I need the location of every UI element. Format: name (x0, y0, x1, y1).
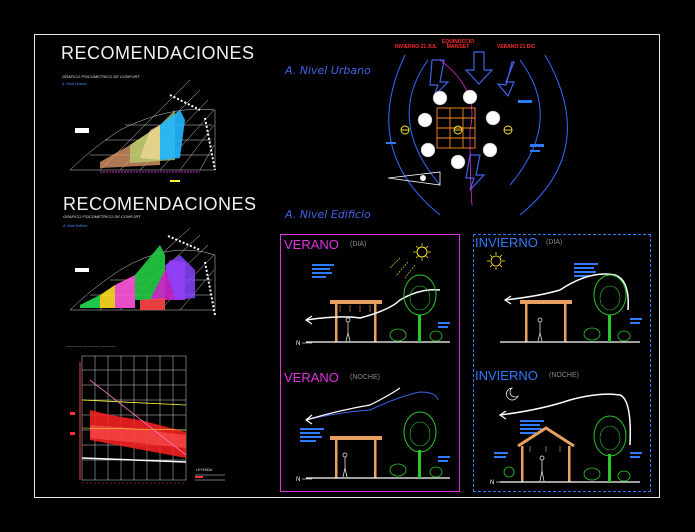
panel-frame-summer (280, 234, 460, 492)
chart-caption-mid-sub: A. Nivel Edificio (63, 224, 88, 228)
wind-arrow-icon (305, 288, 441, 321)
person-icon (345, 317, 351, 342)
panel-1-period: (DIA) (350, 241, 367, 248)
svg-text:N: N (490, 480, 494, 486)
sun-label-equinox: EQUINOCCIO MAR/SET (441, 39, 475, 50)
chart-caption-top-sub: A. Nivel Urbano (62, 82, 87, 86)
panel-4-season: INVIERNO (475, 368, 538, 383)
panel-4-period: (NOCHE) (549, 372, 579, 379)
title-recomendaciones-mid: RECOMENDACIONES (63, 194, 257, 214)
drawing-sheet-border (34, 34, 660, 498)
moon-icon (506, 387, 519, 401)
north-arrow-icon (387, 171, 441, 186)
panel-3-season: VERANO (284, 370, 339, 385)
sun-label-winter: INVIERNO 21 JUL (395, 44, 437, 50)
chart-caption-top: GRAFICO PSICOMETRICO DE CONFORT (62, 74, 140, 79)
sun-label-summer: VERANO 21 DIC (497, 44, 536, 50)
panel-1-season: VERANO (284, 237, 339, 252)
sun-icon (389, 243, 431, 279)
graph-legend-label: LEYENDA (196, 468, 213, 472)
svg-text:N: N (296, 341, 300, 347)
chart-caption-mid: GRAFICO PSICOMETRICO DE CONFORT (63, 214, 141, 219)
title-recomendaciones-top: RECOMENDACIONES (61, 43, 255, 63)
panel-3-period: (NOCHE) (350, 374, 380, 381)
svg-text:N: N (296, 477, 300, 483)
panel-frame-winter (473, 234, 651, 492)
tree-icon (389, 274, 443, 342)
level-urban-label: A. Nivel Urbano (285, 64, 371, 77)
panel-2-season: INVIERNO (475, 235, 538, 250)
svg-text:———— ———— ————: ———— ———— ———— (66, 343, 116, 348)
panel-2-period: (DIA) (546, 239, 563, 246)
level-building-label: A. Nivel Edificio (285, 208, 371, 221)
